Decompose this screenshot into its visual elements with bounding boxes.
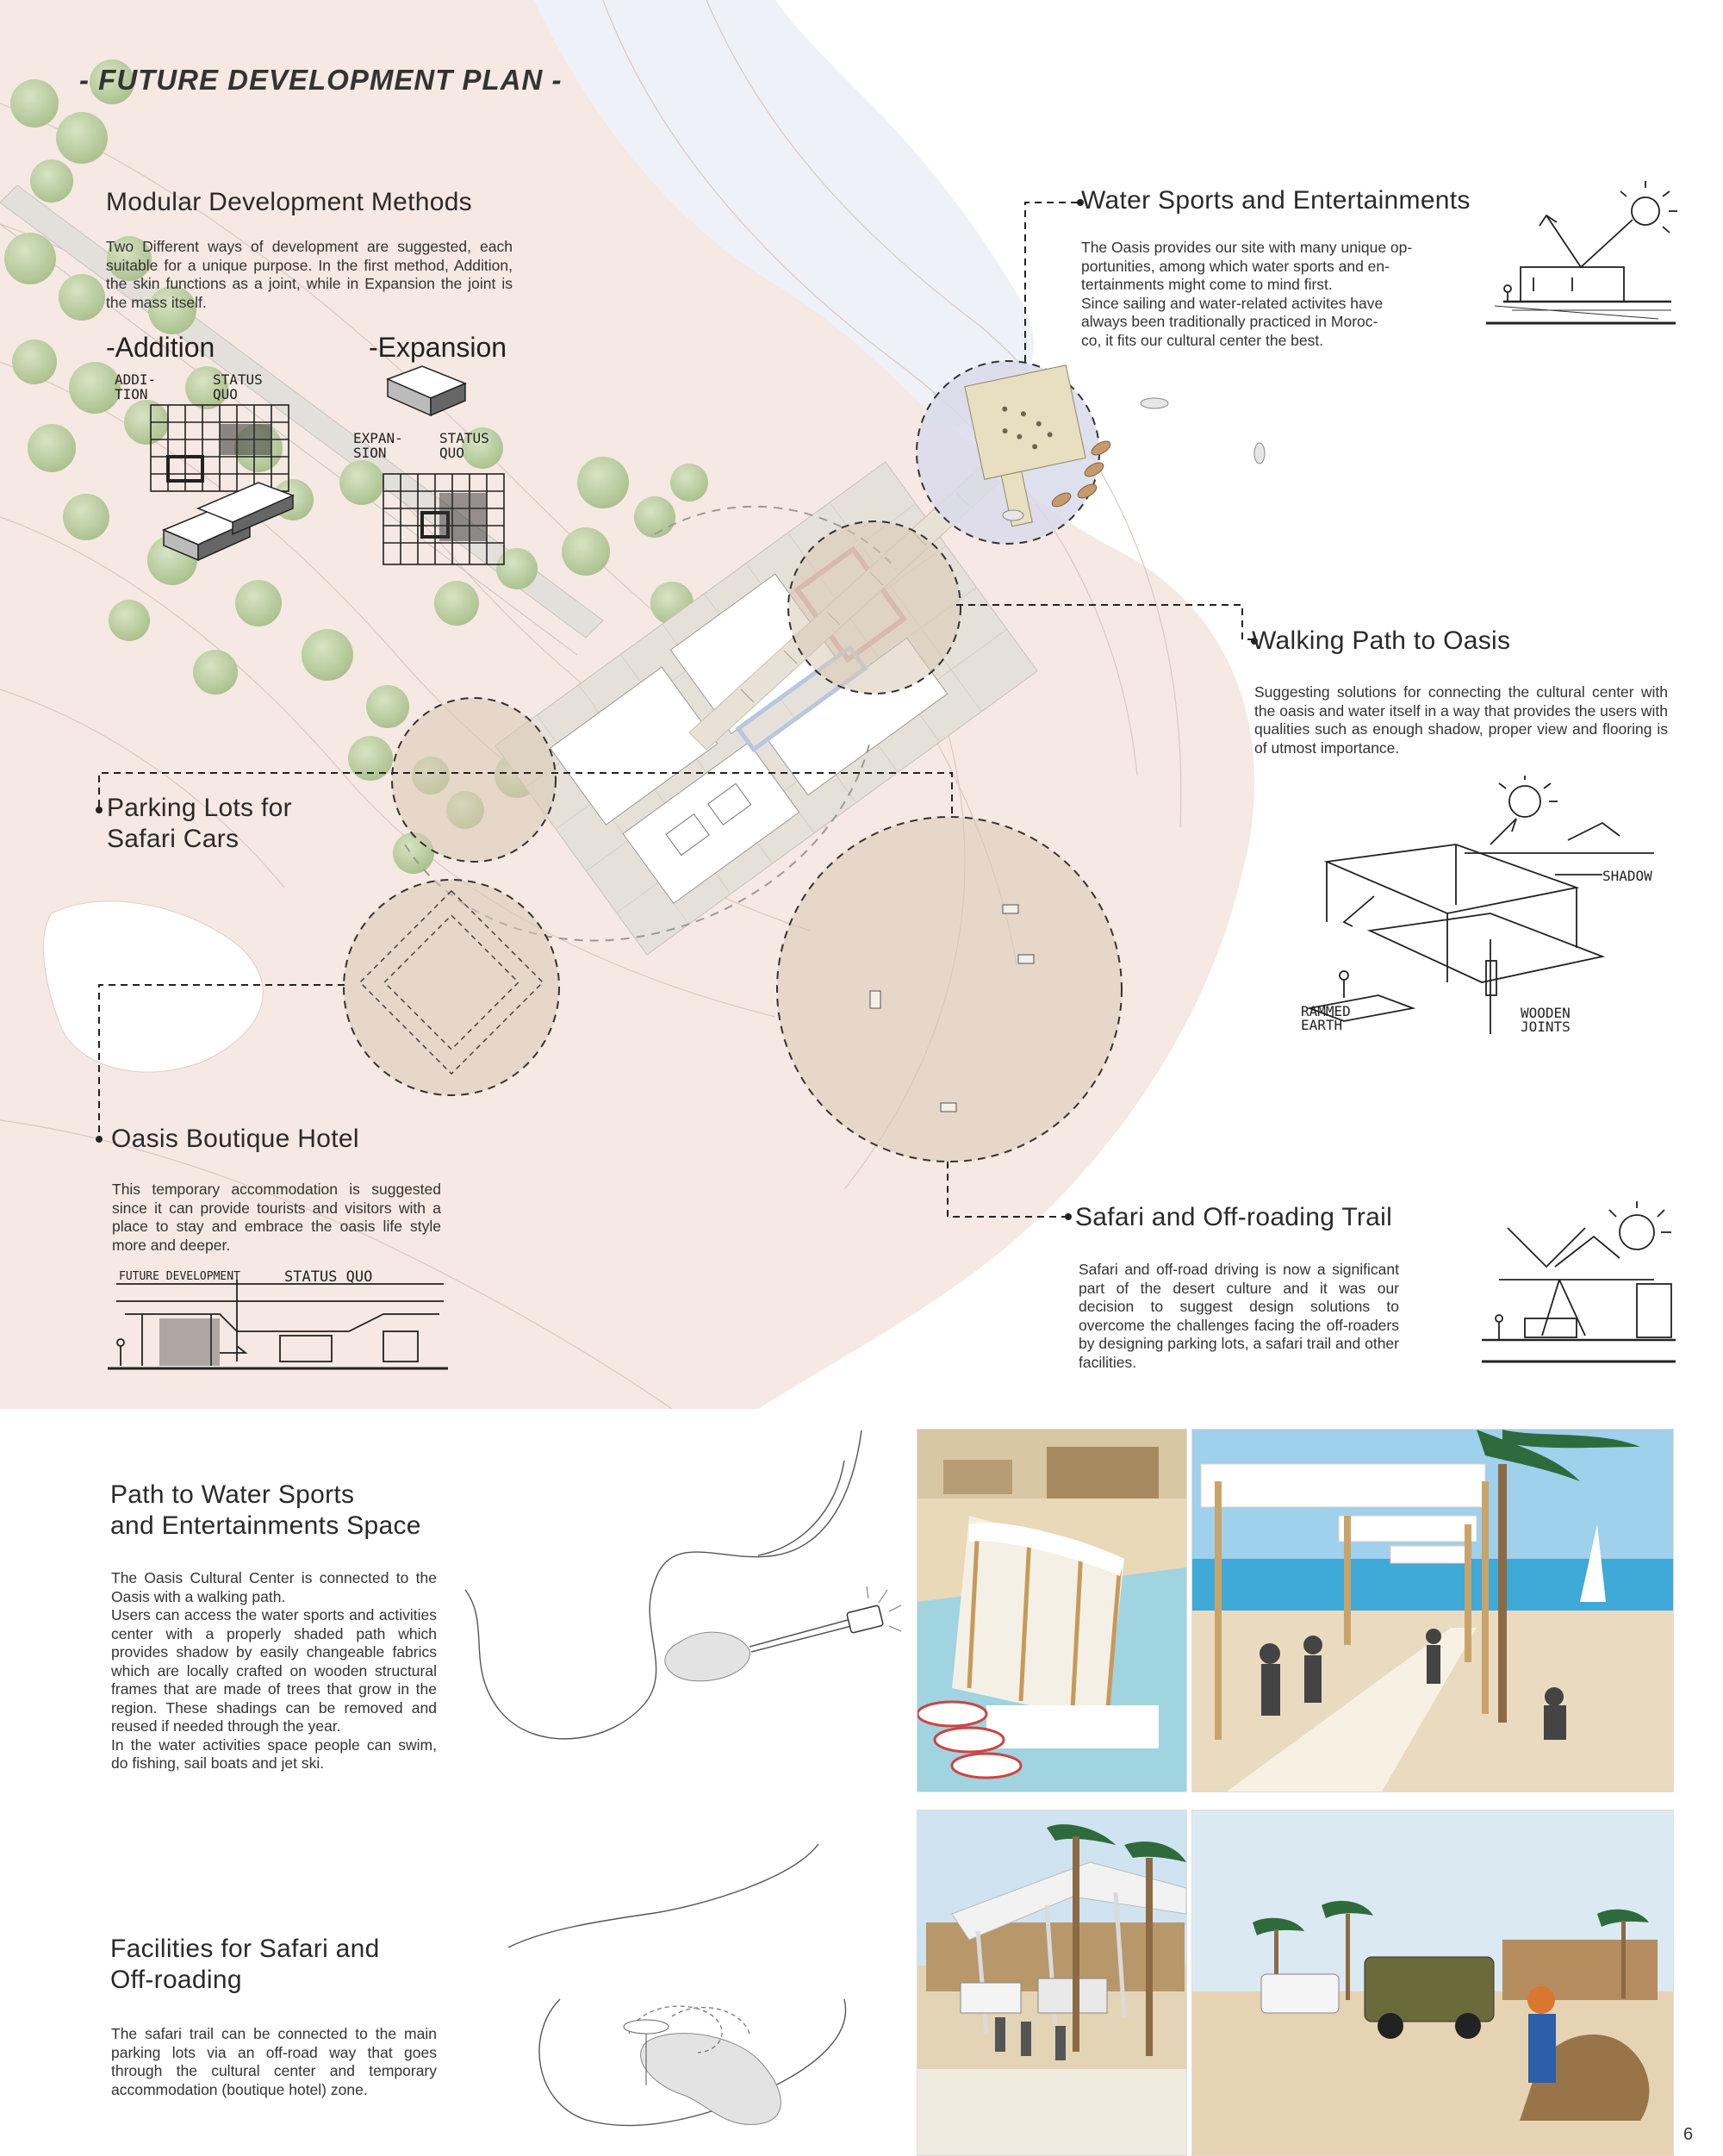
page-number: 6 xyxy=(1683,2125,1694,2144)
sketch-status-line-2: QUO xyxy=(213,386,238,402)
sketch-wooden-label: WOODEN JOINTS xyxy=(1521,1006,1571,1034)
facilities-heading-line-2: Off-roading xyxy=(110,1966,242,1994)
path-water-line-1: The Oasis Cultural Center is connected t… xyxy=(111,1569,437,1605)
water-sports-line-6: co, it fits our cultural center the best… xyxy=(1081,331,1324,349)
sketch-expansion-label: EXPAN- SION xyxy=(353,431,403,460)
sketch-status-quo-label: STATUS QUO xyxy=(284,1268,373,1286)
sketch-status2-line-2: QUO xyxy=(439,445,464,461)
sketch-status-label-2: STATUS QUO xyxy=(439,431,489,460)
hotel-sketch xyxy=(108,1280,448,1370)
path-water-line-2: Users can access the water sports and ac… xyxy=(111,1606,437,1735)
walking-path-text: Suggesting solutions for connecting the … xyxy=(1254,683,1668,757)
sketch-wooden-line-2: JOINTS xyxy=(1521,1019,1571,1035)
sketch-status2-line-1: STATUS xyxy=(439,430,489,446)
facilities-heading-line-1: Facilities for Safari and xyxy=(110,1935,380,1963)
expansion-label: -Expansion xyxy=(369,332,507,363)
facilities-heading: Facilities for Safari and Off-roading xyxy=(110,1934,380,1996)
facilities-text: The safari trail can be connected to the… xyxy=(111,2025,437,2098)
sketch-addition-line-2: TION xyxy=(115,386,148,402)
modular-text: Two Different ways of development are su… xyxy=(106,238,513,311)
sketch-status-label: STATUS QUO xyxy=(213,372,263,402)
water-sports-line-5: always been traditionally practiced in M… xyxy=(1081,313,1378,330)
parking-heading-line-1: Parking Lots for xyxy=(107,794,292,822)
sketch-expansion-line-2: SION xyxy=(353,445,387,461)
water-sports-line-3: tertainments might come to mind first. xyxy=(1081,276,1333,293)
sketch-rammed-line-1: RAMMED xyxy=(1301,1003,1351,1019)
addition-label: -Addition xyxy=(106,332,215,363)
path-water-text: The Oasis Cultural Center is connected t… xyxy=(111,1569,437,1773)
walking-path-heading: Walking Path to Oasis xyxy=(1252,626,1511,655)
water-sports-line-1: The Oasis provides our site with many un… xyxy=(1081,239,1413,256)
sketch-addition-label: ADDI- TION xyxy=(115,372,156,402)
water-path-diagram xyxy=(464,1430,902,1740)
render-water-pier xyxy=(917,1429,1187,1792)
sketch-shadow-label: SHADOW xyxy=(1602,868,1652,884)
path-water-heading-line-1: Path to Water Sports xyxy=(110,1480,355,1509)
path-water-heading-line-2: and Entertainments Space xyxy=(110,1511,421,1540)
water-sports-line-4: Since sailing and water-related activite… xyxy=(1081,294,1384,312)
path-water-heading: Path to Water Sports and Entertainments … xyxy=(110,1480,421,1542)
walking-path-sketch xyxy=(1306,776,1654,1034)
sketch-addition-line-1: ADDI- xyxy=(115,371,157,388)
water-sports-text: The Oasis provides our site with many un… xyxy=(1081,239,1469,350)
sketch-expansion-line-1: EXPAN- xyxy=(353,430,403,446)
site-plan-background xyxy=(0,0,1266,1409)
sketch-future-label: FUTURE DEVELOPMENT xyxy=(119,1270,240,1283)
safari-heading: Safari and Off-roading Trail xyxy=(1075,1203,1393,1231)
modular-heading: Modular Development Methods xyxy=(106,188,472,216)
sketch-status-line-1: STATUS xyxy=(213,371,263,388)
sketch-rammed-line-2: EARTH xyxy=(1301,1017,1343,1033)
sketch-rammed-label: RAMMED EARTH xyxy=(1301,1005,1351,1032)
water-sports-heading: Water Sports and Entertainments xyxy=(1081,186,1471,215)
sketch-wooden-line-1: WOODEN xyxy=(1521,1005,1571,1021)
hotel-heading: Oasis Boutique Hotel xyxy=(111,1125,359,1153)
parking-heading: Parking Lots for Safari Cars xyxy=(107,793,292,855)
parking-heading-line-2: Safari Cars xyxy=(107,825,239,853)
page-title: - FUTURE DEVELOPMENT PLAN - xyxy=(79,64,563,96)
water-sports-sketch xyxy=(1486,181,1677,325)
render-safari-parking xyxy=(917,1810,1187,2156)
safari-text: Safari and off-road driving is now a sig… xyxy=(1079,1261,1399,1371)
safari-path-diagram xyxy=(507,1843,847,2127)
modular-sketch xyxy=(150,365,505,565)
water-sports-line-2: portunities, among which water sports an… xyxy=(1081,257,1390,275)
hotel-text: This temporary accommodation is suggeste… xyxy=(112,1181,441,1254)
safari-sketch xyxy=(1482,1201,1676,1363)
render-desert-safari xyxy=(1191,1810,1674,2156)
path-water-line-3: In the water activities space people can… xyxy=(111,1735,437,1773)
render-shaded-path xyxy=(1191,1429,1674,1792)
